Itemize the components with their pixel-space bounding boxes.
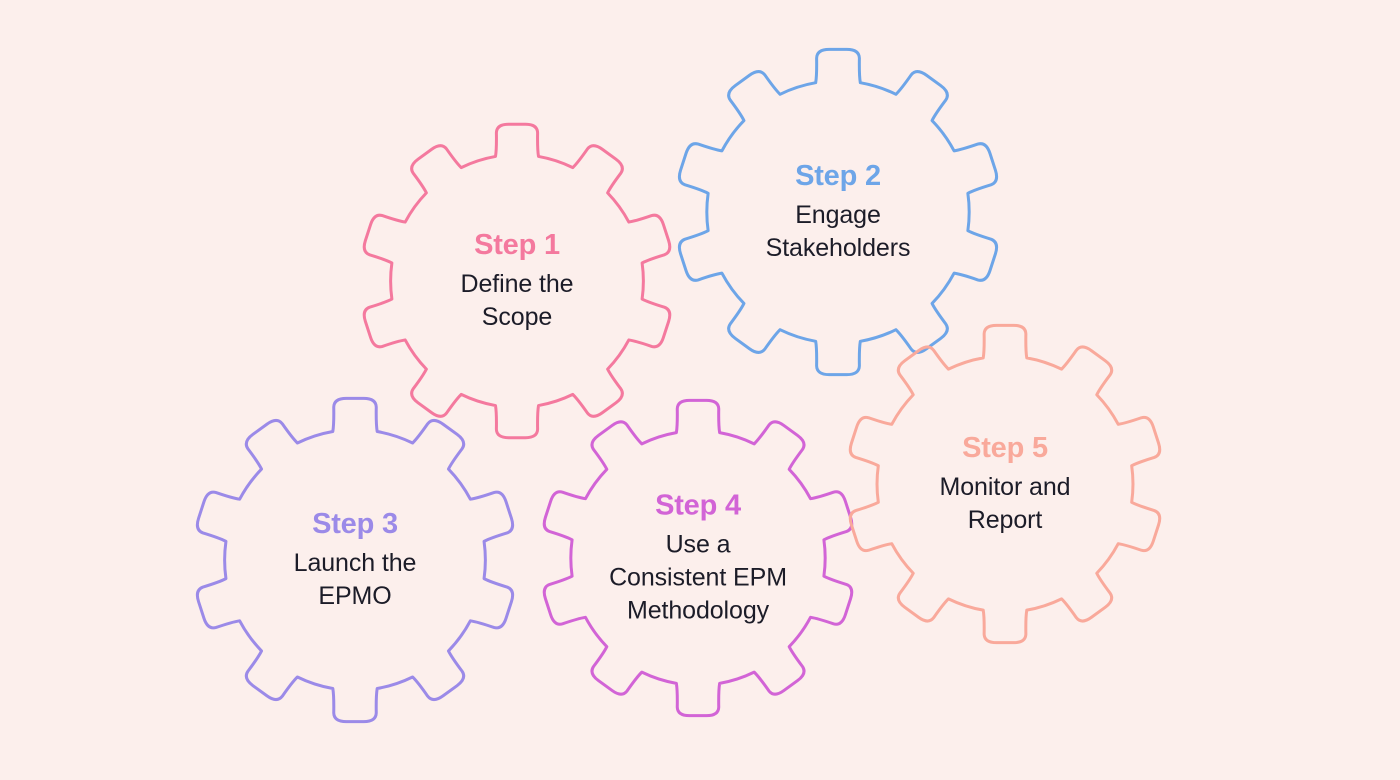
gear-shape-step-1 xyxy=(362,122,672,440)
gear-shape-step-5 xyxy=(848,323,1162,645)
gear-shape-step-4 xyxy=(542,398,854,718)
gear-shape-step-2 xyxy=(677,47,999,377)
gear-shape-step-3 xyxy=(195,396,515,724)
